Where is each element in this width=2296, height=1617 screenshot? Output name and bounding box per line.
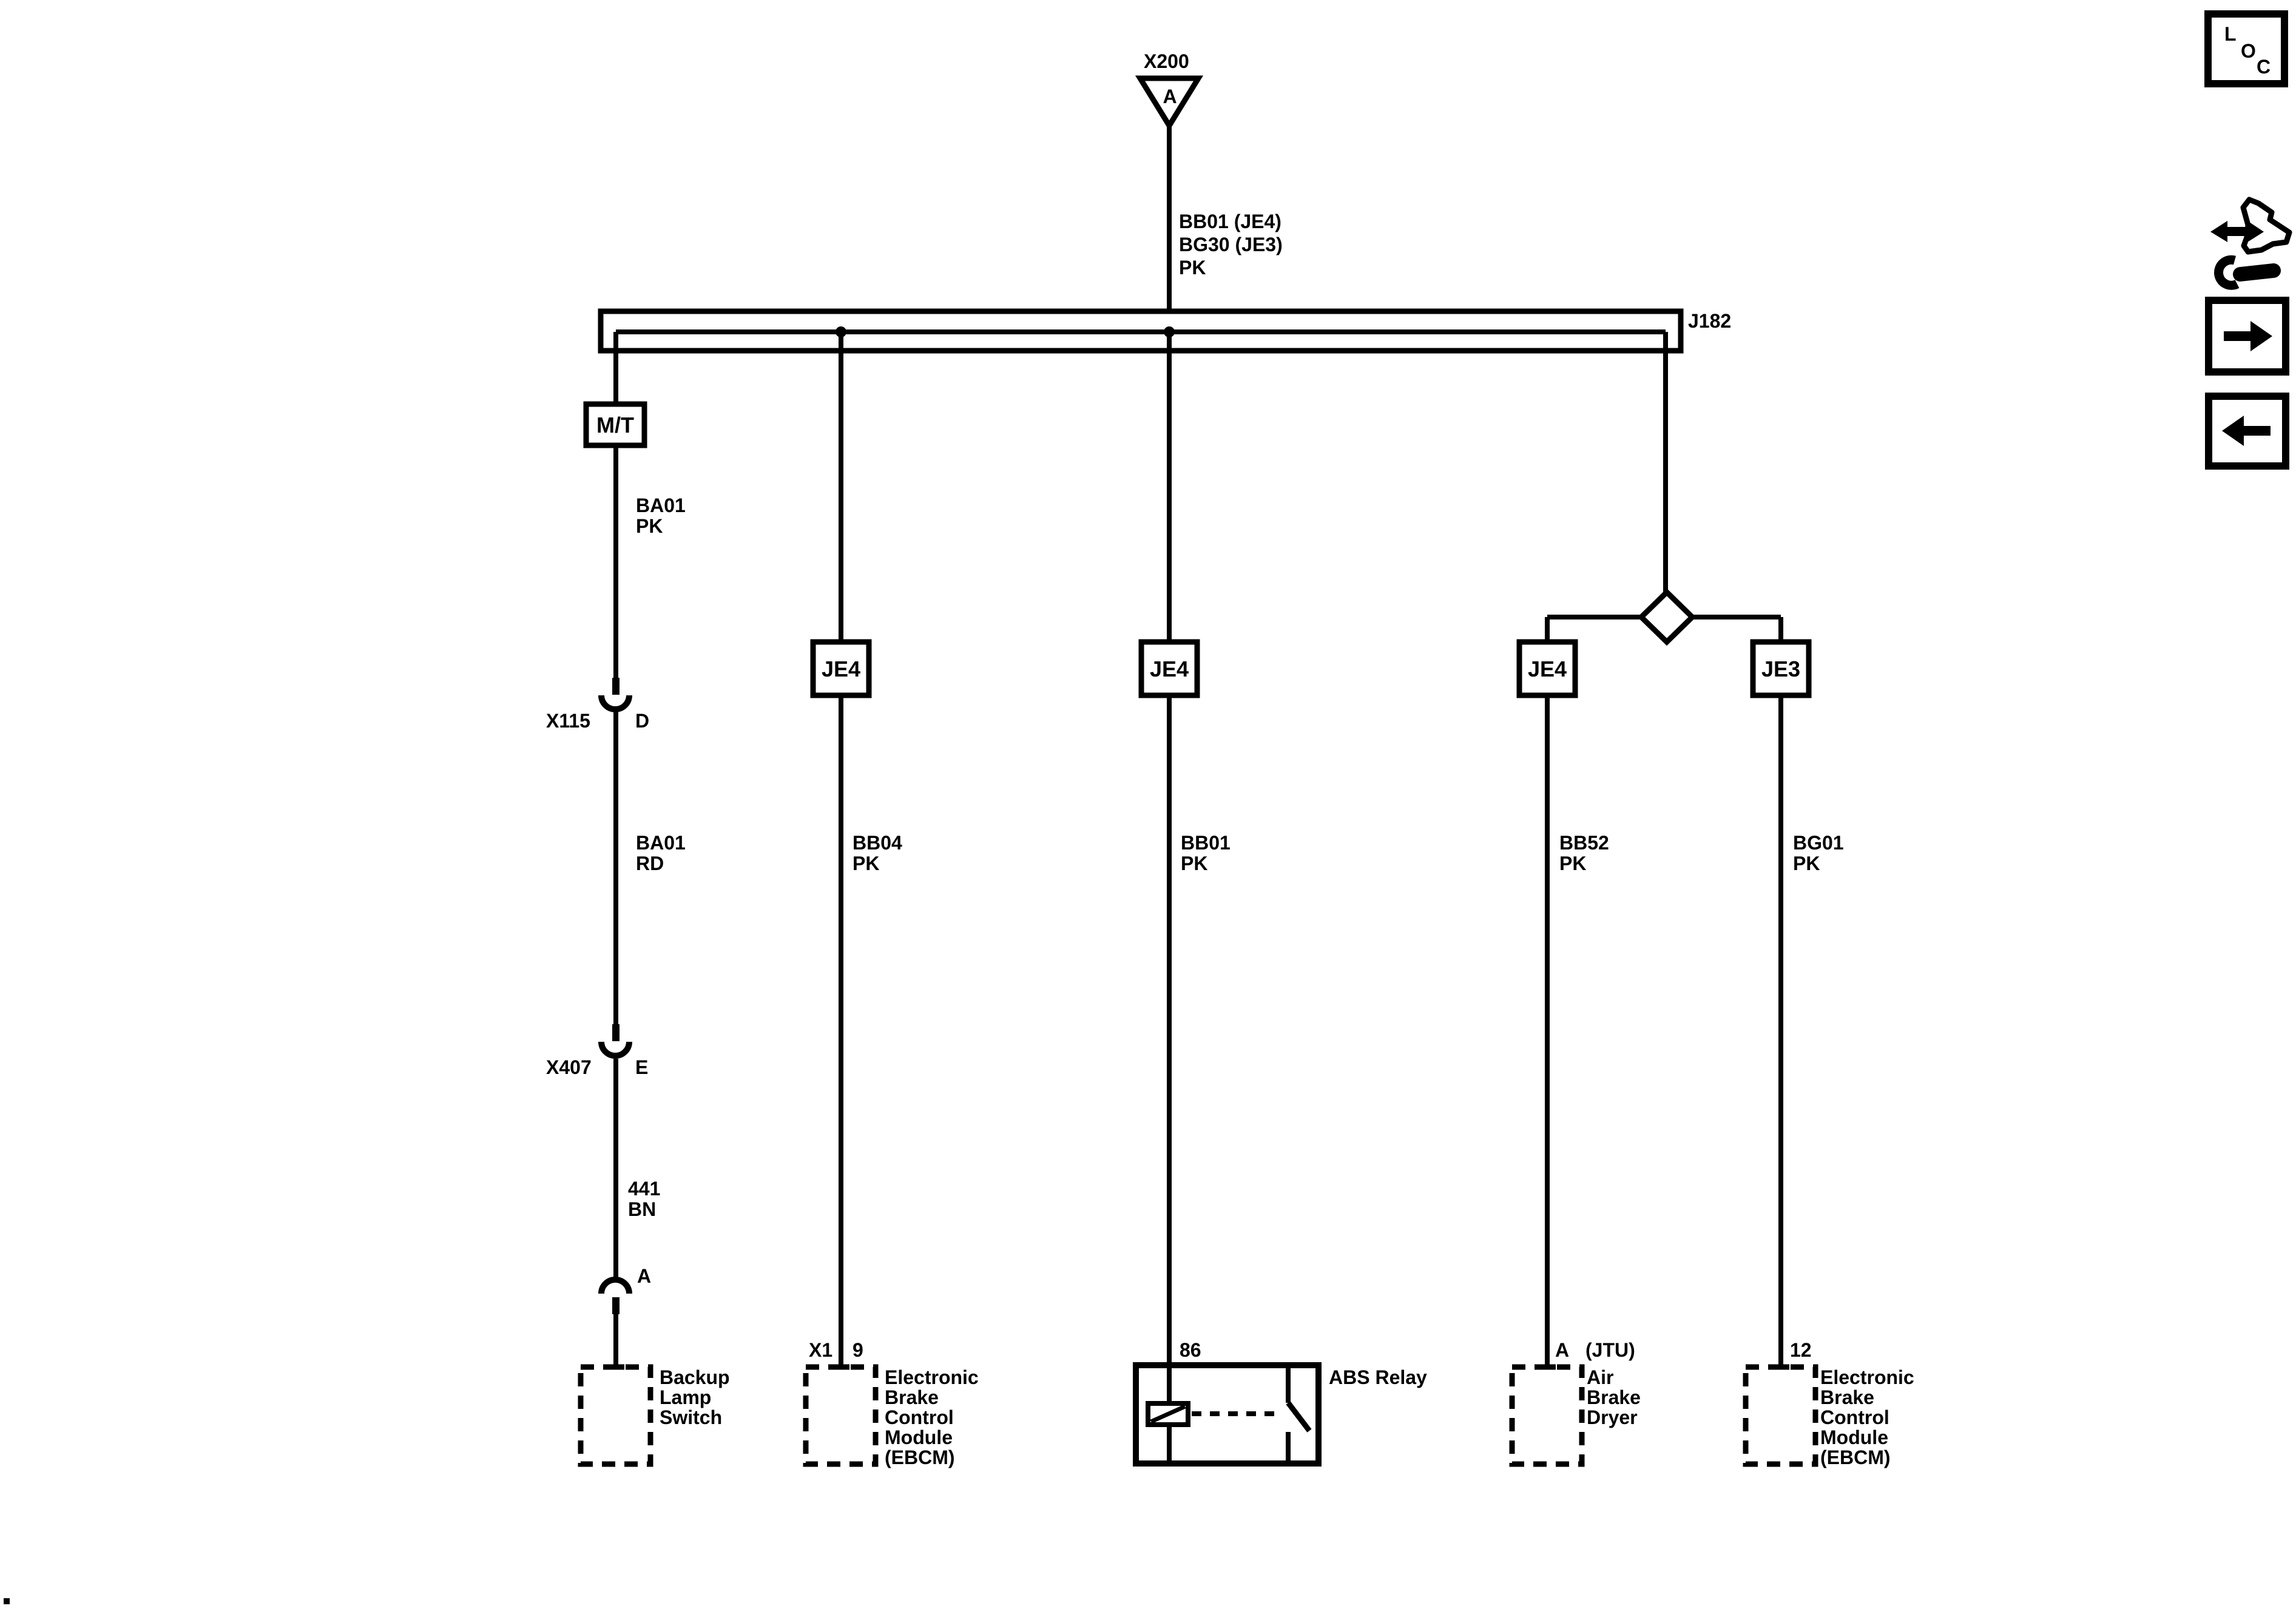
page-corner-mark — [4, 1598, 10, 1604]
splice-dot-1 — [836, 326, 846, 337]
je3-box-col5 — [1750, 639, 1812, 698]
air-brake-dryer-box — [1509, 1364, 1585, 1467]
lamp-switch-pin-icon — [612, 1297, 620, 1314]
x407-pin-icon — [612, 1024, 620, 1041]
wire2-circuit-label: BA01 — [636, 832, 686, 854]
je4-box-col4 — [1516, 639, 1578, 698]
col2-color-label: PK — [853, 852, 879, 874]
air-brake-dryer-line2: Brake — [1587, 1386, 1641, 1408]
loc-letter-l: L — [2224, 23, 2237, 45]
ebcm-box-col5 — [1743, 1364, 1818, 1467]
wrench-jaw-icon — [2214, 255, 2240, 290]
col5-pin-label: 12 — [1790, 1339, 1812, 1361]
loc-button-frame[interactable] — [2204, 10, 2288, 87]
power-triangle-icon — [1135, 75, 1204, 131]
je4-box-col2 — [810, 639, 872, 698]
col2-pin-label: 9 — [853, 1339, 863, 1361]
backup-lamp-switch-box — [578, 1364, 653, 1467]
wire1-color-label: PK — [636, 515, 663, 537]
backup-lamp-switch-line1: Backup — [660, 1366, 730, 1388]
splice-dot-2 — [1164, 326, 1175, 337]
ebcm-col2-line5: (EBCM) — [885, 1447, 955, 1468]
backup-lamp-switch-line2: Lamp — [660, 1386, 711, 1408]
feed-wire-label-1: BB01 (JE4) — [1179, 211, 1281, 232]
ebcm-col2-line1: Electronic — [885, 1366, 979, 1388]
x115-pin-label: D — [635, 710, 649, 732]
ebcm-col5-line3: Control — [1820, 1406, 1889, 1428]
wire3-color-label: BN — [628, 1198, 656, 1220]
right-arrow-icon — [2224, 321, 2272, 351]
backup-lamp-switch-line3: Switch — [660, 1406, 722, 1428]
air-brake-dryer-line3: Dryer — [1587, 1406, 1638, 1428]
service-tools-icon[interactable] — [2210, 197, 2292, 290]
splice-diamond-icon — [1637, 588, 1697, 646]
loc-button[interactable]: L O C — [2204, 10, 2288, 87]
next-page-button[interactable] — [2205, 297, 2289, 376]
col3-circuit-label: BB01 — [1181, 832, 1231, 854]
ebcm-col5-line5: (EBCM) — [1820, 1447, 1891, 1468]
lamp-switch-pin-label: A — [637, 1265, 651, 1287]
x115-label: X115 — [546, 710, 590, 732]
lamp-switch-socket-icon — [598, 1277, 632, 1294]
ebcm-col2-line4: Module — [885, 1426, 953, 1448]
left-arrow-icon — [2222, 416, 2271, 446]
ebcm-col2-line2: Brake — [885, 1386, 939, 1408]
x115-pin-icon — [612, 678, 620, 695]
ebcm-col5-line4: Module — [1820, 1426, 1888, 1448]
je3-col5-label: JE3 — [1761, 657, 1800, 681]
loc-letter-o: O — [2241, 40, 2256, 62]
bus-label: J182 — [1688, 310, 1731, 332]
wire2-color-label: RD — [636, 852, 664, 874]
col3-color-label: PK — [1181, 852, 1207, 874]
x115-socket-icon — [598, 695, 632, 712]
part-outline-icon — [2240, 197, 2292, 255]
ebcm-col5-line1: Electronic — [1820, 1366, 1914, 1388]
abs-relay-label: ABS Relay — [1329, 1366, 1427, 1388]
je4-box-col3 — [1138, 639, 1200, 698]
col3-pin-label: 86 — [1180, 1339, 1201, 1361]
col5-circuit-label: BG01 — [1793, 832, 1844, 854]
col4-pin-note: (JTU) — [1585, 1339, 1635, 1361]
x407-pin-label: E — [635, 1056, 648, 1078]
x407-socket-icon — [598, 1041, 632, 1059]
col4-circuit-label: BB52 — [1559, 832, 1609, 854]
air-brake-dryer-line1: Air — [1587, 1366, 1613, 1388]
mt-label: M/T — [596, 413, 634, 437]
je4-col4-label: JE4 — [1528, 657, 1567, 681]
col2-circuit-label: BB04 — [853, 832, 902, 854]
col5-color-label: PK — [1793, 852, 1820, 874]
splice-bus-drops — [613, 332, 1668, 351]
ebcm-col5-line2: Brake — [1820, 1386, 1874, 1408]
double-arrow-icon — [2210, 221, 2264, 242]
ebcm-col2-line3: Control — [885, 1406, 954, 1428]
feed-wire-label-2: BG30 (JE3) — [1179, 234, 1283, 255]
mt-box — [583, 401, 647, 448]
je4-col3-label: JE4 — [1150, 657, 1189, 681]
wrench-shaft-icon — [2233, 263, 2281, 282]
col4-pin-label: A — [1555, 1339, 1569, 1361]
wire3-circuit-label: 441 — [628, 1178, 660, 1200]
x407-label: X407 — [546, 1056, 592, 1078]
x200-label: X200 — [1144, 50, 1189, 72]
ebcm-box-col2 — [803, 1364, 879, 1467]
je4-col2-label: JE4 — [822, 657, 860, 681]
previous-page-button[interactable] — [2205, 393, 2289, 470]
relay-coil-diagonal — [1150, 1404, 1186, 1424]
x200-pin-label: A — [1163, 86, 1177, 107]
wire1-circuit-label: BA01 — [636, 495, 686, 516]
relay-switch-blade — [1286, 1401, 1312, 1433]
col2-connector-label: X1 — [809, 1339, 832, 1361]
col4-color-label: PK — [1559, 852, 1586, 874]
loc-letter-c: C — [2257, 56, 2271, 78]
feed-wire-label-3: PK — [1179, 257, 1206, 279]
